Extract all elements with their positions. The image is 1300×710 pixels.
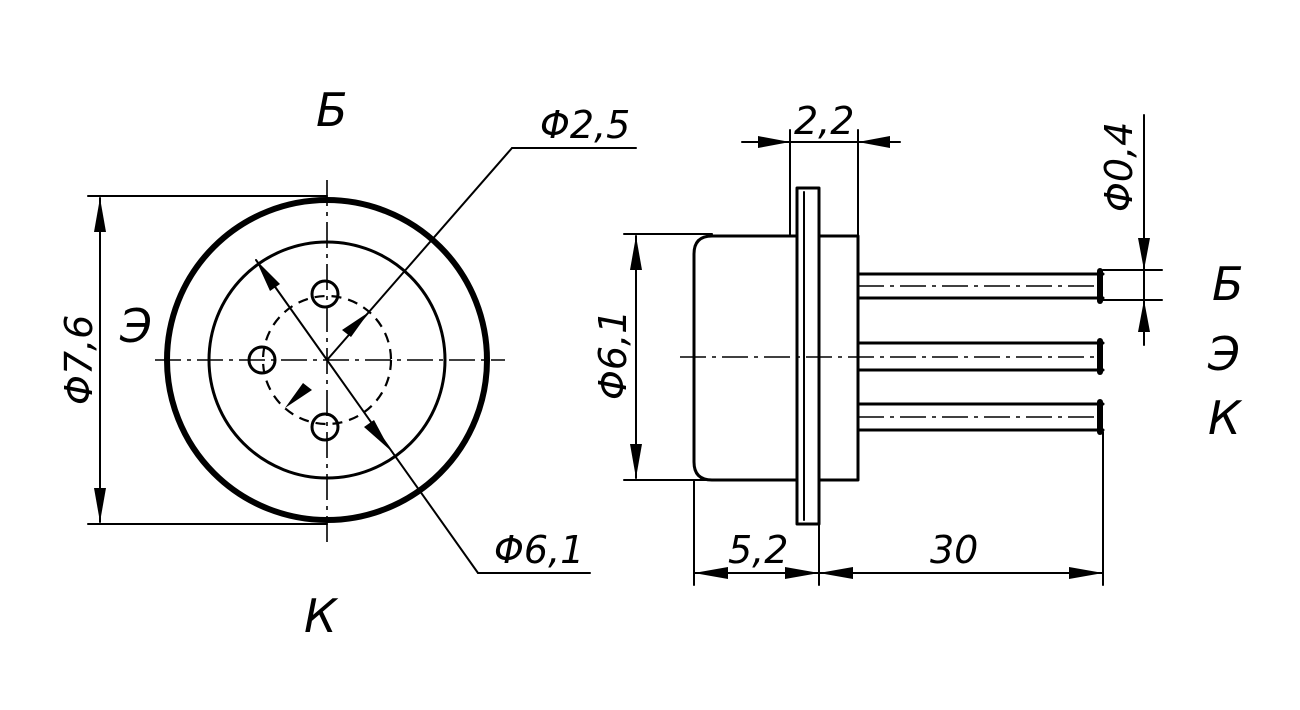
arrow-hole-circle-2 <box>285 383 312 408</box>
lead-label-base: Б <box>1212 257 1244 311</box>
dim-body-diameter: Φ6,1 <box>591 310 635 400</box>
arrow-flange-left <box>758 136 790 148</box>
arrow-outer-bottom <box>94 488 106 522</box>
dim-flange-width: 2,2 <box>794 99 854 143</box>
arrow-inner-circle-1 <box>256 260 280 291</box>
body-can <box>692 234 799 482</box>
arrow-body-top <box>630 236 642 270</box>
front-view: Б Э К Φ7,6 Φ2,5 Φ6,1 <box>57 83 637 643</box>
lead-base <box>856 268 1105 304</box>
hole-collector <box>310 412 340 442</box>
dim-lead-diameter: Φ0,4 <box>1097 122 1141 212</box>
lead-label-collector: К <box>1208 391 1243 445</box>
header-stub <box>817 234 860 482</box>
dim-body-length: 5,2 <box>728 528 788 572</box>
arrow-outer-top <box>94 198 106 232</box>
lead-collector <box>856 399 1105 435</box>
arrow-inner-circle-2 <box>364 420 390 450</box>
label-emitter-left: Э <box>119 299 152 353</box>
hole-base <box>310 279 340 309</box>
flange <box>795 186 821 526</box>
lead-emitter <box>680 338 1105 375</box>
arrow-hole-circle-1 <box>342 312 369 337</box>
dim-inner-circle: Φ6,1 <box>494 528 584 572</box>
dim-lead-length: 30 <box>930 528 978 572</box>
arrow-leadlen-left <box>819 567 853 579</box>
hole-emitter <box>247 345 277 375</box>
arrow-lead-bottom <box>1138 300 1150 332</box>
arrow-body-bottom <box>630 444 642 478</box>
arrow-bodylen-right <box>785 567 819 579</box>
arrow-bodylen-left <box>694 567 728 579</box>
arrow-flange-right <box>858 136 890 148</box>
side-view: 2,2 Φ6,1 Φ0,4 5,2 30 Б Э К <box>591 99 1244 586</box>
arrow-leadlen-right <box>1069 567 1103 579</box>
dim-hole-circle: Φ2,5 <box>540 103 630 147</box>
arrow-lead-top <box>1138 238 1150 270</box>
lead-label-emitter: Э <box>1207 327 1240 381</box>
label-base-top: Б <box>316 83 348 137</box>
leader-inner-circle-b <box>326 359 479 574</box>
dim-outer-diameter: Φ7,6 <box>57 315 101 405</box>
label-collector-bottom: К <box>304 589 339 643</box>
